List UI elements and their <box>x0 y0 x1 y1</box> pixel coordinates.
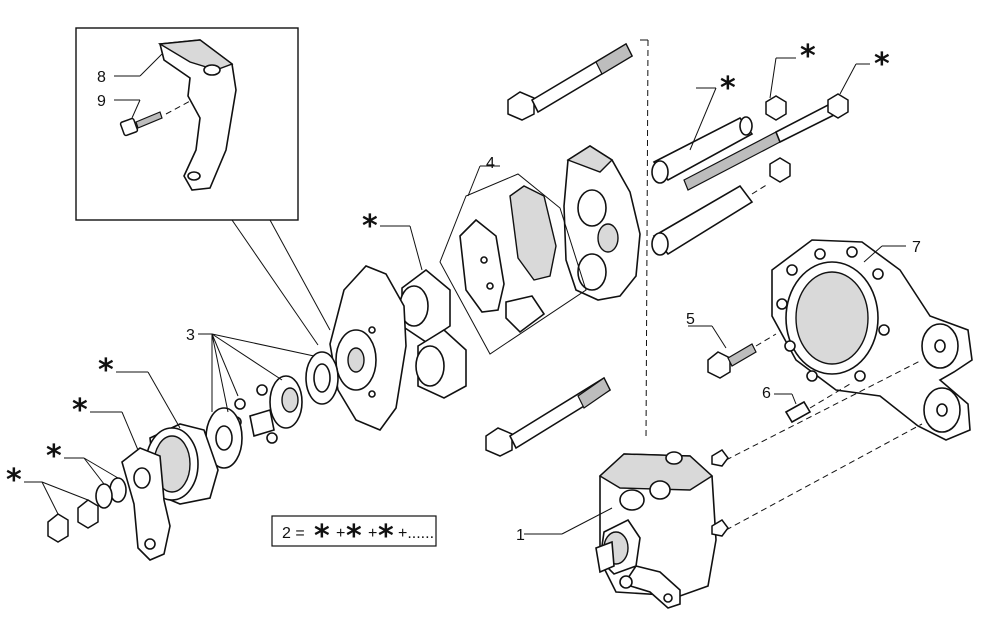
star-long-bolt: * <box>874 47 890 82</box>
star-sleeve: * <box>720 71 736 106</box>
label-1: 1 <box>516 527 525 544</box>
caliper-housing <box>563 145 641 301</box>
star-piston: * <box>362 209 378 244</box>
label-6: 6 <box>762 385 771 402</box>
star-nut-top: * <box>800 39 816 74</box>
legend-star-1: * <box>314 519 330 554</box>
star-ring: * <box>98 353 114 388</box>
star-nut: * <box>6 463 22 498</box>
label-3: 3 <box>186 327 195 344</box>
nuts-washers <box>47 477 127 543</box>
bolt-5: 5 <box>686 311 777 379</box>
long-bolt-bottom <box>485 376 612 457</box>
inset-detail: 8 9 <box>75 27 299 221</box>
caliper-body <box>329 265 407 431</box>
label-9: 9 <box>97 93 106 110</box>
star-lever: * <box>72 393 88 428</box>
label-4: 4 <box>486 155 495 172</box>
label-5: 5 <box>686 311 695 328</box>
caliper-assembly: 1 <box>516 449 729 609</box>
seal-rings <box>205 351 339 469</box>
label-8: 8 <box>97 69 106 86</box>
legend-plus-2: + <box>368 525 377 542</box>
long-bolt-top <box>507 39 649 441</box>
star-washer: * <box>46 439 62 474</box>
sleeves-group <box>651 93 849 256</box>
pistons <box>399 268 467 399</box>
legend-box: 2 = * + * + * +...... <box>271 515 437 554</box>
mounting-flange: 7 <box>771 239 973 441</box>
legend-prefix: 2 = <box>282 525 305 542</box>
legend-star-3: * <box>378 519 394 554</box>
brake-pads: 4 <box>439 155 587 355</box>
pin-6: 6 <box>762 383 851 424</box>
label-7: 7 <box>912 239 921 256</box>
legend-star-2: * <box>346 519 362 554</box>
lever-arm <box>121 447 171 561</box>
legend-dots: +...... <box>398 525 434 542</box>
legend-plus-1: + <box>336 525 345 542</box>
